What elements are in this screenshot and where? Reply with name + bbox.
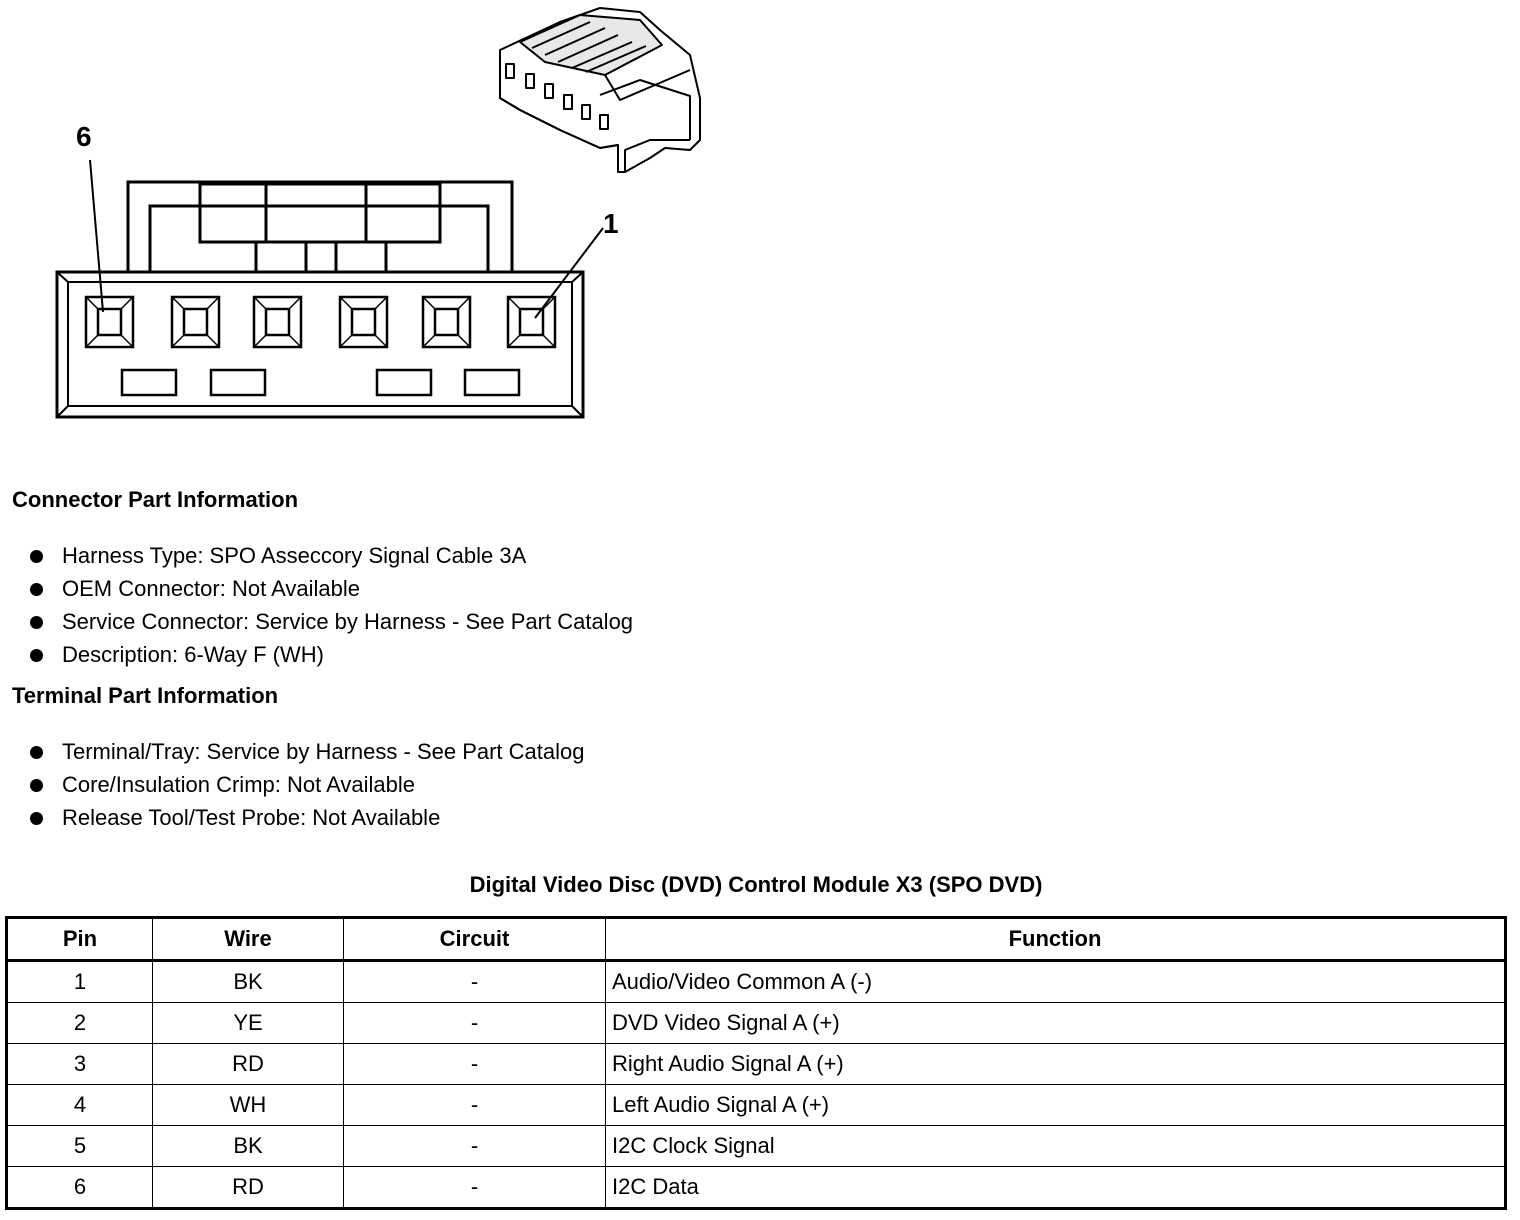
list-item-text: Terminal/Tray: Service by Harness - See … [62,739,585,764]
cell-pin: 5 [6,1125,153,1167]
list-item-text: Service Connector: Service by Harness - … [62,609,634,634]
pin-1-leader-line [534,227,604,319]
list-item: Core/Insulation Crimp: Not Available [30,768,585,801]
cell-circuit: - [343,1084,606,1126]
terminal-info-heading: Terminal Part Information [12,683,279,708]
cell-circuit: - [343,1125,606,1167]
list-item: Harness Type: SPO Asseccory Signal Cable… [30,539,633,572]
cell-circuit: - [343,1043,606,1085]
list-item: Description: 6-Way F (WH) [30,638,633,671]
pin-6-leader-line [89,159,104,313]
connector-info-list: Harness Type: SPO Asseccory Signal Cable… [30,539,633,671]
list-item-text: Description: 6-Way F (WH) [62,642,324,667]
cell-pin: 1 [6,960,153,1003]
cell-pin: 6 [6,1166,153,1209]
cell-wire: YE [152,1002,344,1044]
list-item-text: Harness Type: SPO Asseccory Signal Cable… [62,543,527,568]
cell-pin: 2 [6,1002,153,1044]
pin-cavity-5 [170,295,221,349]
cell-wire: BK [152,960,344,1003]
pin-table: Pin Wire Circuit Function 1 BK - Audio/V… [5,916,1507,1210]
bullet-icon [30,583,43,596]
pin-cavity-3 [338,295,389,349]
table-header-row: Pin Wire Circuit Function [6,917,1506,962]
cell-wire: WH [152,1084,344,1126]
table-row: 2 YE - DVD Video Signal A (+) [6,1002,1506,1044]
pin-table-title: Digital Video Disc (DVD) Control Module … [469,872,1043,897]
cell-pin: 4 [6,1084,153,1126]
cell-function: I2C Clock Signal [605,1125,1506,1167]
pin-6-label: 6 [76,121,92,152]
pin-1-label: 1 [603,208,619,239]
bullet-icon [30,649,43,662]
pin-cavity-2 [421,295,472,349]
column-header-function: Function [605,917,1506,962]
bullet-icon [30,616,43,629]
list-item: Terminal/Tray: Service by Harness - See … [30,735,585,768]
list-item-text: Core/Insulation Crimp: Not Available [62,772,415,797]
cell-function: Audio/Video Common A (-) [605,960,1506,1003]
table-row: 1 BK - Audio/Video Common A (-) [6,960,1506,1003]
cell-function: DVD Video Signal A (+) [605,1002,1506,1044]
bullet-icon [30,550,43,563]
connector-3d-illustration [499,7,701,173]
list-item: Release Tool/Test Probe: Not Available [30,801,585,834]
list-item: OEM Connector: Not Available [30,572,633,605]
cell-circuit: - [343,1166,606,1209]
cell-circuit: - [343,960,606,1003]
list-item-text: Release Tool/Test Probe: Not Available [62,805,441,830]
bullet-icon [30,812,43,825]
table-row: 6 RD - I2C Data [6,1166,1506,1209]
connector-face [55,180,585,419]
table-row: 5 BK - I2C Clock Signal [6,1125,1506,1167]
column-header-wire: Wire [152,917,344,962]
pin-cavity-4 [252,295,303,349]
cell-function: Right Audio Signal A (+) [605,1043,1506,1085]
pin-cavity-1 [506,295,557,349]
cell-function: Left Audio Signal A (+) [605,1084,1506,1126]
column-header-pin: Pin [6,917,153,962]
bullet-icon [30,779,43,792]
pin-cavity-6 [84,295,135,349]
column-header-circuit: Circuit [343,917,606,962]
cell-wire: RD [152,1043,344,1085]
connector-diagram: 6 1 [55,7,701,419]
cell-circuit: - [343,1002,606,1044]
cell-wire: RD [152,1166,344,1209]
list-item: Service Connector: Service by Harness - … [30,605,633,638]
connector-info-heading: Connector Part Information [12,487,299,512]
table-row: 3 RD - Right Audio Signal A (+) [6,1043,1506,1085]
cell-pin: 3 [6,1043,153,1085]
cell-wire: BK [152,1125,344,1167]
terminal-info-list: Terminal/Tray: Service by Harness - See … [30,735,585,834]
list-item-text: OEM Connector: Not Available [62,576,360,601]
bullet-icon [30,746,43,759]
table-row: 4 WH - Left Audio Signal A (+) [6,1084,1506,1126]
cell-function: I2C Data [605,1166,1506,1209]
